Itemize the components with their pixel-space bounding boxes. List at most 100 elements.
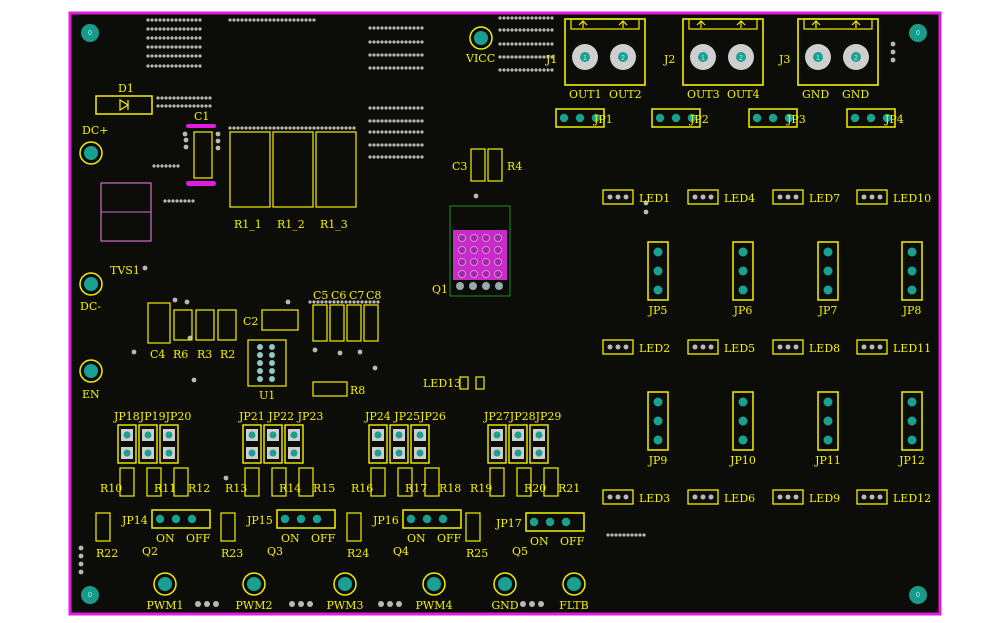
via	[546, 42, 550, 46]
via	[376, 40, 380, 44]
via	[890, 49, 896, 55]
header-2pin[interactable]	[389, 424, 409, 464]
header-2pin[interactable]	[159, 424, 179, 464]
jp4[interactable]: JP4	[846, 108, 904, 128]
via	[376, 155, 380, 159]
via	[162, 45, 166, 49]
jp12[interactable]: JP12	[898, 391, 925, 467]
connector-pwm1[interactable]: PWM1	[147, 572, 184, 612]
header-2pin[interactable]	[242, 424, 262, 464]
jp3[interactable]: JP3	[748, 108, 806, 128]
jp6[interactable]: JP6	[732, 241, 754, 317]
via	[158, 36, 162, 40]
via	[364, 300, 368, 304]
header-2pin[interactable]	[368, 424, 388, 464]
via	[522, 55, 526, 59]
via	[412, 40, 416, 44]
via	[380, 155, 384, 159]
label-vicc: VICC	[465, 52, 495, 65]
label-r19: R19	[470, 482, 492, 495]
jp1[interactable]: JP1	[555, 108, 613, 128]
jp7[interactable]: JP7	[817, 241, 839, 317]
header-2pin[interactable]	[117, 424, 137, 464]
via	[412, 66, 416, 70]
label-off: OFF	[560, 535, 585, 548]
via	[332, 300, 336, 304]
header-2pin[interactable]	[284, 424, 304, 464]
connector-pwm3[interactable]: PWM3	[327, 572, 364, 612]
label-r17: R17	[405, 482, 427, 495]
header-2pin[interactable]	[410, 424, 430, 464]
via	[526, 16, 530, 20]
via	[336, 300, 340, 304]
via	[510, 16, 514, 20]
jp15[interactable]: JP15	[246, 509, 336, 529]
via	[146, 36, 150, 40]
jp8[interactable]: JP8	[901, 241, 923, 317]
via	[166, 45, 170, 49]
jp11[interactable]: JP11	[814, 391, 841, 467]
via	[268, 126, 272, 130]
connector-dcp[interactable]: DC+	[79, 124, 108, 165]
connector-pwm4[interactable]: PWM4	[416, 572, 453, 612]
via	[160, 164, 164, 168]
jp10[interactable]: JP10	[729, 391, 756, 467]
header-2pin[interactable]	[487, 424, 507, 464]
label-led7: LED7	[809, 192, 840, 205]
connector-gnd[interactable]: GND	[491, 572, 519, 612]
via	[550, 28, 554, 32]
via	[186, 54, 190, 58]
via	[404, 40, 408, 44]
via	[200, 96, 204, 100]
connector-fltb[interactable]: FLTB	[559, 572, 589, 612]
connector-pwm2[interactable]: PWM2	[236, 572, 273, 612]
connector-en[interactable]: EN	[79, 359, 103, 401]
jp2[interactable]: JP2	[651, 108, 709, 128]
via	[272, 126, 276, 130]
via	[502, 68, 506, 72]
via	[626, 533, 630, 537]
via	[542, 68, 546, 72]
header-2pin[interactable]	[138, 424, 158, 464]
via	[546, 28, 550, 32]
via	[176, 164, 180, 168]
via	[244, 18, 248, 22]
via	[208, 104, 212, 108]
jp9[interactable]: JP9	[647, 391, 669, 467]
diode-d1: D1	[95, 82, 153, 115]
header-2pin[interactable]	[529, 424, 549, 464]
label-c3: C3	[452, 160, 467, 173]
jp16[interactable]: JP16	[372, 509, 462, 529]
via	[368, 300, 372, 304]
via	[550, 68, 554, 72]
via	[388, 26, 392, 30]
via	[164, 164, 168, 168]
via	[198, 54, 202, 58]
via	[170, 18, 174, 22]
connector-dcm[interactable]: DC-	[79, 272, 103, 313]
jp17[interactable]: JP17	[495, 512, 585, 532]
connector-vicc[interactable]: VICC	[465, 26, 495, 65]
led1: LED1	[602, 189, 670, 205]
label-jp17: JP17	[495, 517, 522, 530]
label-jp12: JP12	[898, 454, 925, 467]
via	[404, 143, 408, 147]
via	[340, 126, 344, 130]
jp5[interactable]: JP5	[647, 241, 669, 317]
jp14[interactable]: JP14	[121, 509, 211, 529]
label-jp21_23: JP21 JP22 JP23	[238, 410, 323, 423]
via	[215, 131, 221, 137]
label-on: ON	[530, 535, 549, 548]
header-2pin[interactable]	[508, 424, 528, 464]
via	[420, 155, 424, 159]
pin-label: 1	[816, 55, 820, 62]
led4: LED4	[687, 189, 755, 205]
header-2pin[interactable]	[263, 424, 283, 464]
label-r14: R14	[279, 482, 301, 495]
via	[168, 164, 172, 168]
via	[146, 54, 150, 58]
via	[392, 26, 396, 30]
